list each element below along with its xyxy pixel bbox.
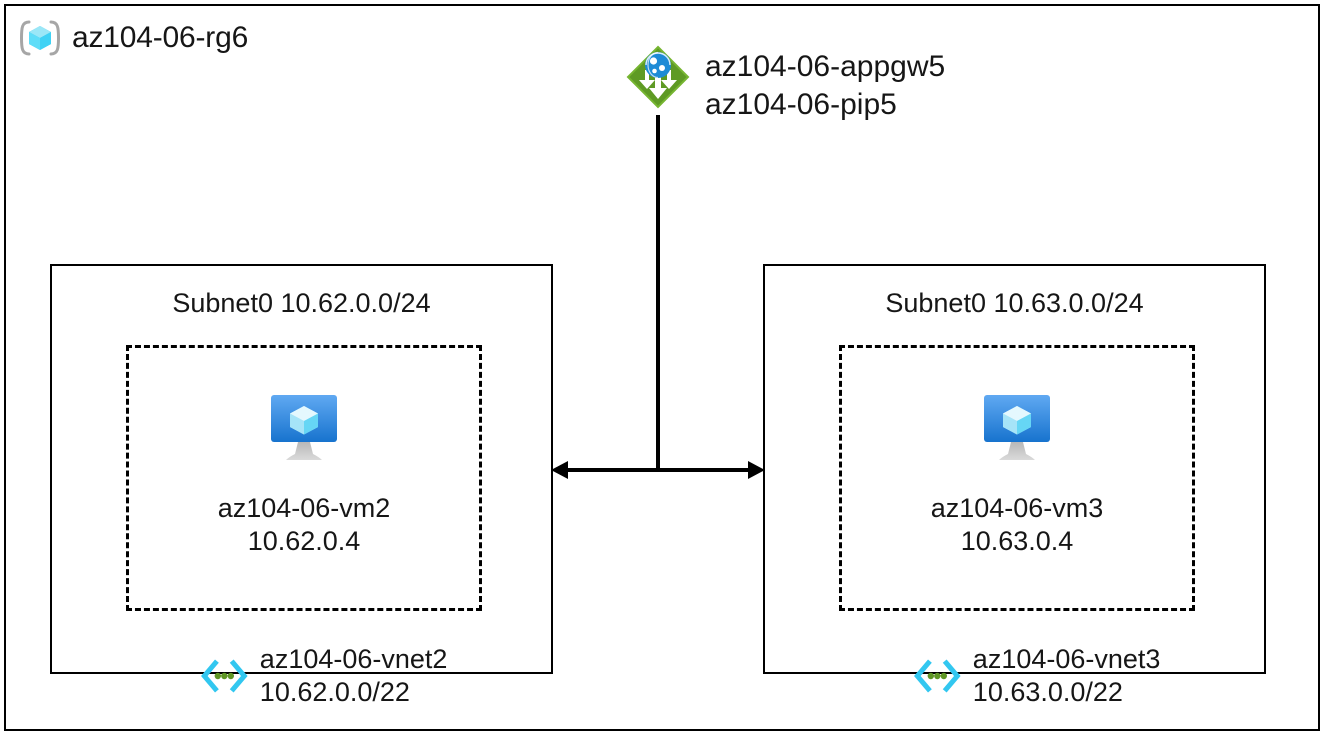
application-gateway-label: az104-06-appgw5 az104-06-pip5 [705, 44, 945, 123]
virtual-network-icon [909, 655, 965, 697]
subnet-label-vnet3: Subnet0 10.63.0.0/24 [885, 288, 1144, 318]
peering-arrow-left [551, 461, 568, 479]
vnet-box-vnet2[interactable]: Subnet0 10.62.0.0/24 [50, 264, 553, 707]
resource-group-icon [18, 18, 62, 58]
public-ip-name: az104-06-pip5 [705, 87, 897, 121]
peering-arrow-right [748, 461, 765, 479]
vm-name-vm3: az104-06-vm3 [930, 493, 1104, 523]
vnet-cidr-vnet2: 10.62.0.0/22 [259, 676, 410, 707]
virtual-network-icon [196, 655, 252, 697]
vm-caption-vm2: az104-06-vm2 10.62.0.4 [218, 492, 391, 558]
vnet-name-vnet3: az104-06-vnet3 [972, 644, 1161, 675]
vnet-badge-vnet3[interactable]: az104-06-vnet3 10.63.0.0/22 [909, 643, 1161, 708]
resource-group-header: az104-06-rg6 [18, 18, 248, 58]
vnet-text-vnet3: az104-06-vnet3 10.63.0.0/22 [973, 643, 1161, 708]
vm-node-vm2[interactable]: az104-06-vm2 10.62.0.4 [129, 386, 479, 558]
subnet-label-vnet2: Subnet0 10.62.0.0/24 [172, 288, 431, 318]
resource-group-name: az104-06-rg6 [72, 21, 249, 54]
vm-caption-vm3: az104-06-vm3 10.63.0.4 [931, 492, 1104, 558]
subnet-box-vnet3[interactable]: az104-06-vm3 10.63.0.4 [839, 345, 1195, 611]
application-gateway-node[interactable]: az104-06-appgw5 az104-06-pip5 [625, 44, 945, 123]
application-gateway-icon [625, 44, 691, 114]
subnet-box-vnet2[interactable]: az104-06-vm2 10.62.0.4 [126, 345, 482, 611]
vnet-box-vnet3[interactable]: Subnet0 10.63.0.0/24 [763, 264, 1266, 707]
vm-name-vm2: az104-06-vm2 [217, 493, 391, 523]
vnet-name-vnet2: az104-06-vnet2 [259, 644, 448, 675]
vm-ip-vm2: 10.62.0.4 [247, 525, 361, 556]
vnet-cidr-vnet3: 10.63.0.0/22 [972, 676, 1123, 707]
vm-ip-vm3: 10.63.0.4 [960, 525, 1074, 556]
vnet-badge-vnet2[interactable]: az104-06-vnet2 10.62.0.0/22 [196, 643, 448, 708]
virtual-machine-icon [975, 386, 1059, 470]
vm-node-vm3[interactable]: az104-06-vm3 10.63.0.4 [842, 386, 1192, 558]
virtual-machine-icon [262, 386, 346, 470]
appgw-name: az104-06-appgw5 [705, 50, 946, 83]
vnet-text-vnet2: az104-06-vnet2 10.62.0.0/22 [260, 643, 448, 708]
